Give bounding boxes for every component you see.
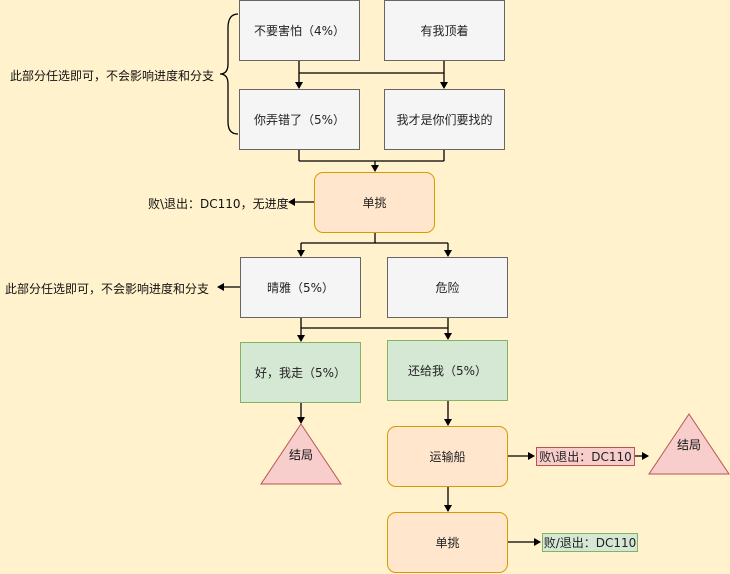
node-you-are-wrong: 你弄错了（5%） (239, 89, 360, 150)
node-duel-1: 单挑 (314, 172, 435, 233)
node-duel-2: 单挑 (387, 512, 508, 573)
ending-triangle-1 (260, 423, 342, 485)
node-give-it-back: 还给我（5%） (387, 340, 508, 401)
node-transport-ship: 运输船 (387, 426, 508, 487)
node-i-will-hold: 有我顶着 (384, 0, 505, 61)
brace-top (219, 13, 239, 135)
node-i-am-the-one: 我才是你们要找的 (384, 89, 505, 150)
tag-ship-fail: 败\退出：DC110 (536, 447, 635, 466)
note-duel1-fail: 败\退出：DC110，无进度 (148, 197, 289, 211)
ending-label-2: 结局 (676, 438, 701, 452)
node-dont-be-afraid: 不要害怕（4%） (239, 0, 360, 61)
node-ok-i-leave: 好，我走（5%） (240, 342, 361, 403)
note-optional-mid: 此部分任选即可，不会影响进度和分支 (5, 282, 210, 296)
note-optional-top: 此部分任选即可，不会影响进度和分支 (10, 69, 215, 83)
node-seimei: 晴雅（5%） (240, 257, 361, 318)
ending-label-1: 结局 (288, 448, 313, 462)
tag-duel2-fail: 败/退出：DC110 (542, 533, 638, 552)
node-danger: 危险 (387, 257, 508, 318)
ending-triangle-2 (648, 413, 730, 475)
